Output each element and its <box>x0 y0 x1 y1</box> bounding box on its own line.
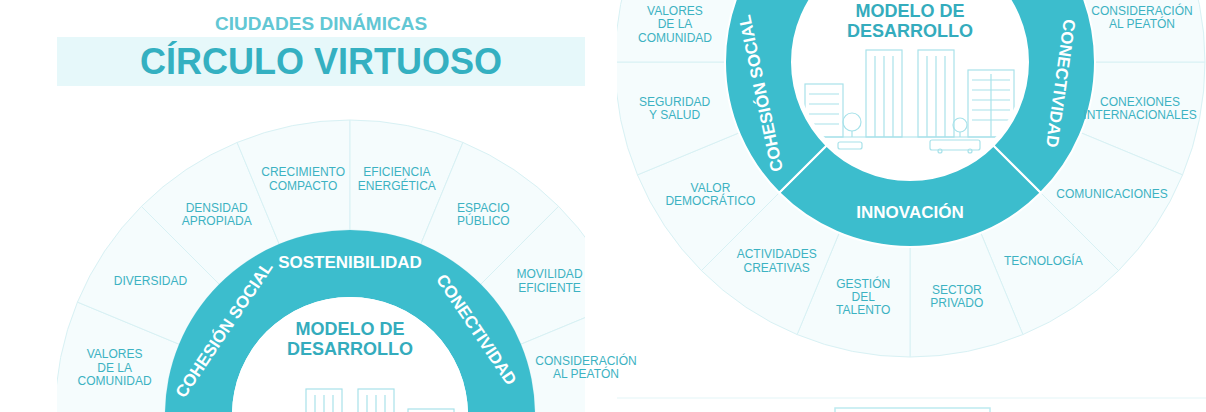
outer-ring-wedge <box>910 233 1023 357</box>
center-circle: MODELO DE DESARROLLO <box>287 320 413 360</box>
wheel-segment: CONEXIONES INTERNACIONALES <box>1083 96 1196 122</box>
city-illustration <box>798 50 1022 154</box>
segment-label: EFICIENCIA ENERGÉTICA <box>358 166 436 192</box>
wheel-graphic <box>57 120 585 412</box>
panel-rule <box>617 398 1206 399</box>
center-disc <box>792 0 1028 180</box>
ring-label: SOSTENIBILIDAD <box>278 253 422 273</box>
segment-label: CONSIDERACIÓN AL PEATÓN <box>1091 5 1192 31</box>
ring-label: CONECTIVIDAD <box>431 271 520 390</box>
wheel-segment: VALORES DE LA COMUNIDAD <box>78 348 152 388</box>
wheel-segment: SECTOR PRIVADO <box>930 284 983 310</box>
segment-label: CONSIDERACIÓN AL PEATÓN <box>535 355 636 381</box>
ring-segment: CONECTIVIDAD <box>1040 15 1079 152</box>
segment-label: DIVERSIDAD <box>114 275 187 288</box>
city-illustration <box>238 389 462 412</box>
ring-label: CONECTIVIDAD <box>1041 18 1079 149</box>
wheel-segment: DIVERSIDAD <box>114 275 187 288</box>
wheel-segment: TECNOLOGÍA <box>1004 255 1083 268</box>
segment-label: CONEXIONES INTERNACIONALES <box>1083 96 1196 122</box>
segment-label: VALORES DE LA COMUNIDAD <box>78 348 152 388</box>
ring-segment: CONECTIVIDAD <box>429 268 522 392</box>
wheel-segment: CONSIDERACIÓN AL PEATÓN <box>535 355 636 381</box>
wheel-graphic <box>617 0 1205 357</box>
wheel-segment: VALOR DEMOCRÁTICO <box>665 182 755 208</box>
wheel-segment: ESPACIO PÚBLICO <box>457 202 510 228</box>
outer-ring-wedge <box>617 62 739 175</box>
wheel-segment: CONSIDERACIÓN AL PEATÓN <box>1091 5 1192 31</box>
segment-label: SEGURIDAD Y SALUD <box>639 96 710 122</box>
wheel-segment: MOVILIDAD EFICIENTE <box>517 268 583 294</box>
button-outline <box>835 408 990 412</box>
segment-label: GESTIÓN DEL TALENTO <box>836 278 890 318</box>
wheel-segment: VALORES DE LA COMUNIDAD <box>638 5 712 45</box>
ring-label: INNOVACIÓN <box>856 203 963 223</box>
outer-ring-wedge <box>1081 0 1205 62</box>
title-text: CÍRCULO VIRTUOSO <box>57 37 585 86</box>
outer-ring-wedge <box>237 120 350 244</box>
outer-ring-wedge <box>617 0 739 62</box>
wheel-segment: CRECIMIENTO COMPACTO <box>261 166 345 192</box>
middle-ring-band <box>165 230 535 412</box>
segment-label: VALORES DE LA COMUNIDAD <box>638 5 712 45</box>
segment-label: CRECIMIENTO COMPACTO <box>261 166 345 192</box>
ring-segment: SOSTENIBILIDAD <box>275 253 425 273</box>
wheel-segment: COMUNICACIONES <box>1056 188 1167 201</box>
segment-label: ESPACIO PÚBLICO <box>457 202 510 228</box>
segment-label: TECNOLOGÍA <box>1004 255 1083 268</box>
ring-label: COHESIÓN SOCIAL <box>735 13 788 173</box>
wheel-segment: GESTIÓN DEL TALENTO <box>836 278 890 318</box>
ring-segment: COHESIÓN SOCIAL <box>735 10 789 176</box>
title-band: CIUDADES DINÁMICASCÍRCULO VIRTUOSO <box>57 10 585 86</box>
segment-label: ACTIVIDADES CREATIVAS <box>737 248 817 274</box>
ring-label: COHESIÓN SOCIAL <box>171 258 277 402</box>
center-label: MODELO DE DESARROLLO <box>847 2 973 42</box>
center-disc <box>232 297 468 412</box>
wheel-segment: SEGURIDAD Y SALUD <box>639 96 710 122</box>
center-circle: MODELO DE DESARROLLO <box>847 2 973 42</box>
ring-segment: INNOVACIÓN <box>853 203 966 223</box>
wheel-segment: ACTIVIDADES CREATIVAS <box>737 248 817 274</box>
segment-label: SECTOR PRIVADO <box>930 284 983 310</box>
center-label: MODELO DE DESARROLLO <box>287 320 413 360</box>
segment-label: VALOR DEMOCRÁTICO <box>665 182 755 208</box>
segment-label: DENSIDAD APROPIADA <box>182 202 252 228</box>
segment-label: MOVILIDAD EFICIENTE <box>517 268 583 294</box>
wheel-segment: DENSIDAD APROPIADA <box>182 202 252 228</box>
segment-label: COMUNICACIONES <box>1056 188 1167 201</box>
subtitle-text: CIUDADES DINÁMICAS <box>57 10 585 37</box>
wheel-segment: EFICIENCIA ENERGÉTICA <box>358 166 436 192</box>
